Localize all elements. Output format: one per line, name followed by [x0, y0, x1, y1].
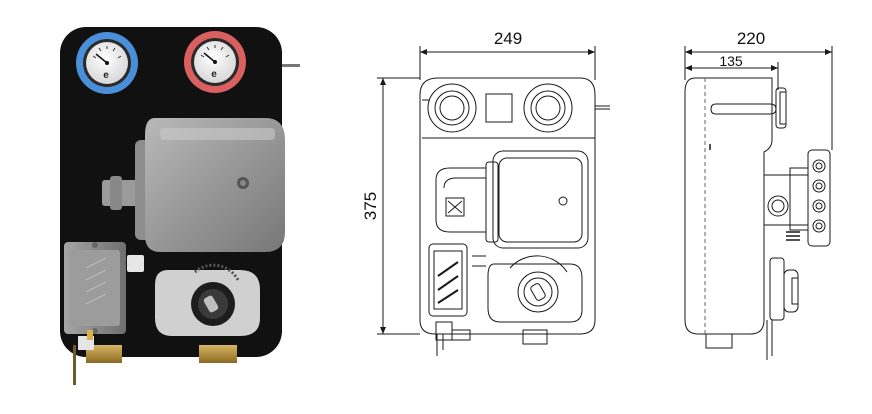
mixing-valve-actuator	[155, 263, 260, 336]
brass-fittings	[73, 330, 237, 385]
width-dimension-label: 249	[494, 29, 522, 48]
product-photo: e e	[60, 27, 300, 385]
side-view-drawing	[684, 46, 833, 360]
gauge-logo: e	[211, 69, 217, 80]
pump-terminal-box	[102, 118, 285, 252]
front-outline	[419, 77, 596, 335]
gauge-logo: e	[103, 70, 109, 81]
thermometer-gauge-red: e	[184, 31, 246, 93]
side-outline	[684, 77, 773, 335]
controller-unit	[64, 242, 126, 334]
pipe-stub	[276, 64, 300, 67]
height-dimension-label: 375	[361, 192, 380, 220]
partial-depth-dimension-label: 135	[719, 53, 743, 69]
front-view-drawing	[377, 46, 610, 356]
sensor-module	[127, 255, 144, 272]
depth-dimension-label: 220	[737, 29, 765, 48]
thermometer-gauge-blue: e	[76, 32, 138, 94]
